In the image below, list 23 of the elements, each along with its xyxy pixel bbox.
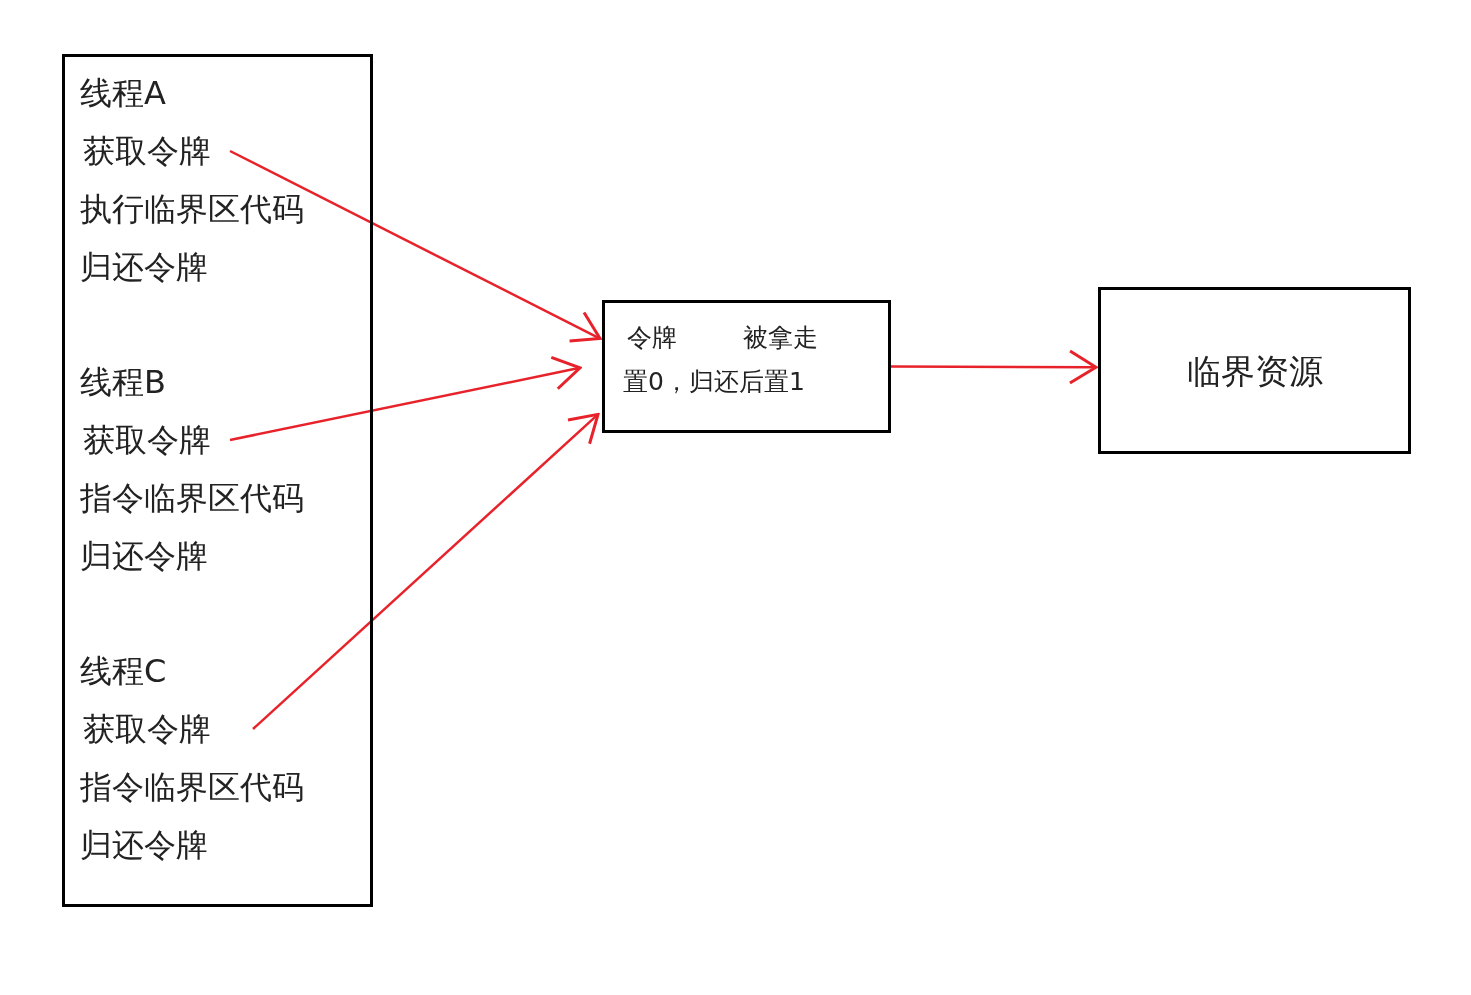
thread-title: 线程B (80, 366, 166, 398)
step-text: 获取令牌 (83, 422, 230, 458)
step-text: 获取令牌 (83, 711, 253, 747)
arrow (252, 412, 600, 730)
token-box (602, 300, 891, 433)
step-text: 指令临界区代码 (80, 482, 304, 514)
box-text: 被拿走 (743, 325, 818, 350)
resource-box (1098, 287, 1411, 454)
box-text: 临界资源 (1185, 354, 1324, 388)
arrow (891, 349, 1098, 385)
step-text: 指令临界区代码 (80, 771, 304, 803)
step-text: 获取令牌 (83, 133, 230, 169)
thread-title: 线程A (80, 77, 166, 109)
box-text: 置0，归还后置1 (623, 369, 805, 394)
step-text: 归还令牌 (80, 251, 208, 283)
step-text: 归还令牌 (80, 540, 208, 572)
step-text: 执行临界区代码 (80, 193, 304, 225)
thread-panel (62, 54, 373, 907)
box-text: 令牌 (627, 325, 677, 350)
arrow (229, 149, 602, 343)
step-text: 归还令牌 (80, 829, 208, 861)
thread-title: 线程C (80, 655, 167, 687)
arrow (229, 355, 582, 442)
